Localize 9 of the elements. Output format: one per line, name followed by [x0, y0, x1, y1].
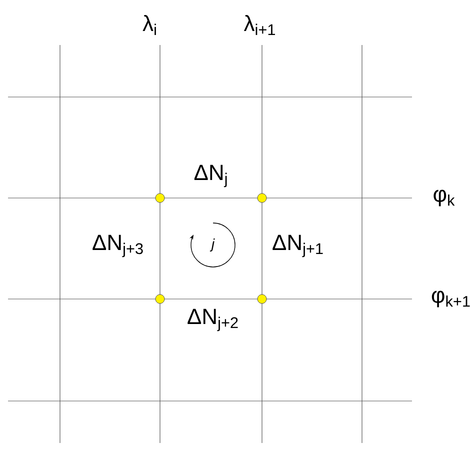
flux-label: ΔN$_{j+1}$ — [272, 234, 323, 258]
flux-label: ΔN$_{j+2}$ — [188, 308, 238, 332]
flux-label: ΔN$_{j+3}$ — [92, 234, 143, 258]
meridian-label: λ$_{i+1}$ — [244, 15, 275, 35]
parallel-label: φ$_{k+1}$ — [432, 290, 470, 308]
parallel-label: φ$_{k}$ — [434, 190, 455, 206]
flux-label: ΔN$_{j}$ — [194, 164, 227, 188]
meridian-label: λ$_{i}$ — [142, 15, 156, 35]
cell-label: j — [210, 238, 215, 252]
